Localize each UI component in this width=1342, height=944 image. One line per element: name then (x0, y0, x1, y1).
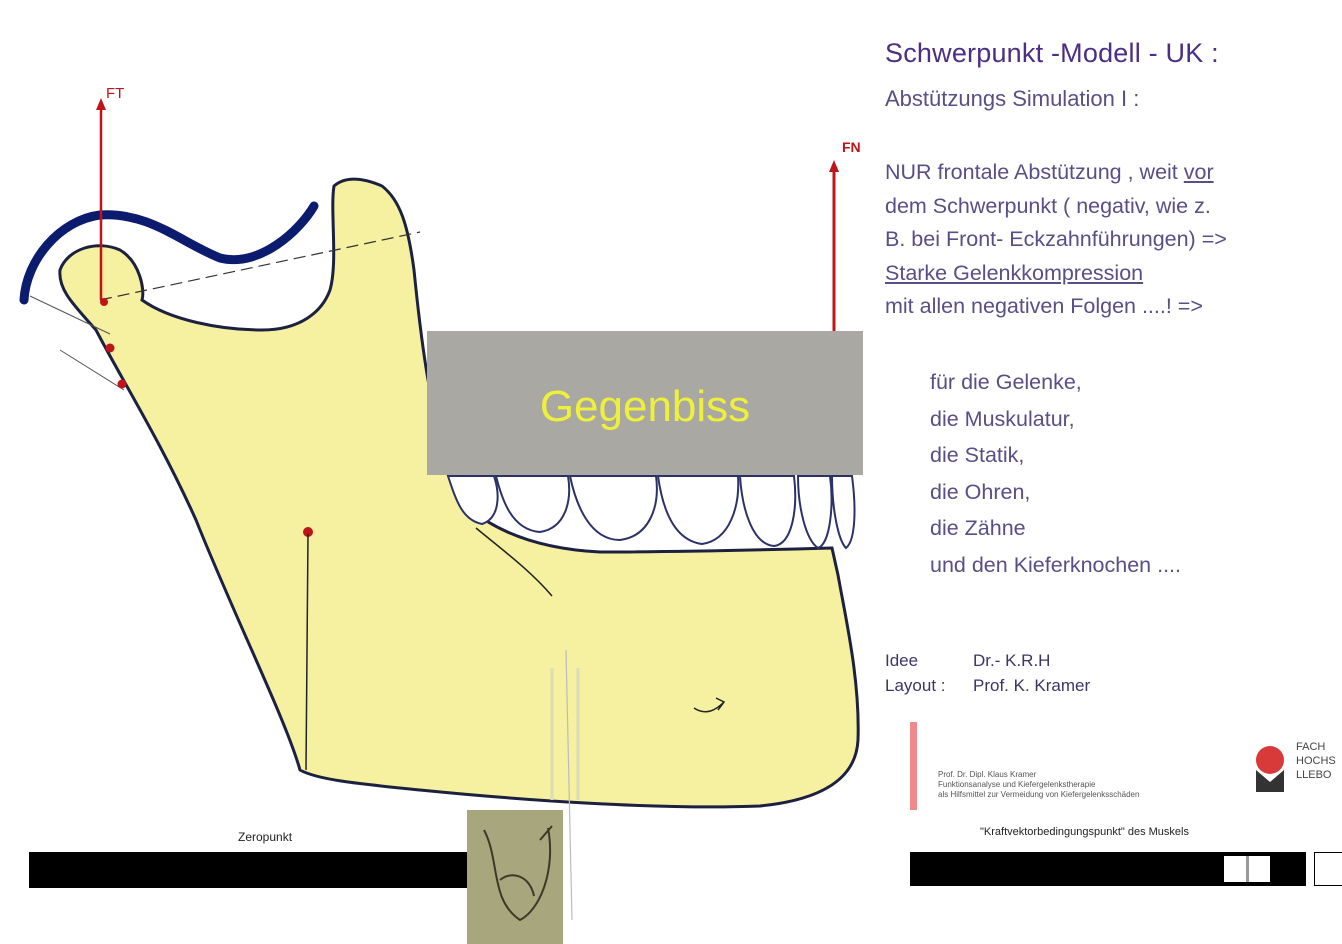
marker-point-3 (118, 380, 127, 389)
small-credit-line-3: als Hilfsmittel zur Vermeidung von Kiefe… (938, 790, 1139, 800)
force-label-ft: FT (106, 85, 124, 102)
effect-item: die Zähne (930, 510, 1181, 547)
para-line-3: B. bei Front- Eckzahnführungen) => (885, 223, 1227, 257)
effect-item: die Muskulatur, (930, 401, 1181, 438)
marker-point-2 (106, 344, 115, 353)
logo-text-line-2: HOCHS (1296, 754, 1336, 768)
logo-text-line-3: LLEBO (1296, 768, 1336, 782)
left-caption: Zeropunkt (238, 830, 292, 844)
credit-idea-value: Dr.- K.R.H (973, 651, 1050, 670)
force-label-fn: FN (842, 139, 861, 155)
para-line-1-text: NUR frontale Abstützung , weit (885, 160, 1184, 184)
gegenbiss-label: Gegenbiss (427, 382, 863, 432)
effects-list: für die Gelenke, die Muskulatur, die Sta… (930, 364, 1181, 583)
small-credit-line-1: Prof. Dr. Dipl. Klaus Kramer (938, 770, 1139, 780)
effect-item: und den Kieferknochen .... (930, 547, 1181, 584)
para-underlined-compression: Starke Gelenkkompression (885, 261, 1143, 285)
credit-idea-label: Idee (885, 648, 973, 673)
logo-text: FACH HOCHS LLEBO (1296, 740, 1336, 782)
logo-text-line-1: FACH (1296, 740, 1336, 754)
para-line-5: mit allen negativen Folgen ....! => (885, 290, 1227, 324)
small-credit-line-2: Funktionsanalyse und Kiefergelenkstherap… (938, 780, 1139, 790)
bar-divider (1246, 856, 1249, 882)
credit-layout-label: Layout : (885, 673, 973, 698)
bar-end-box (1314, 852, 1342, 886)
accent-bar (910, 722, 917, 810)
para-underlined-vor: vor (1184, 160, 1214, 184)
left-black-bar (29, 852, 467, 888)
university-logo-icon (1252, 742, 1292, 802)
effect-item: die Statik, (930, 437, 1181, 474)
right-caption: "Kraftvektorbedingungspunkt" des Muskels (980, 826, 1189, 838)
page-subtitle: Abstützungs Simulation I : (885, 86, 1139, 112)
credit-layout-value: Prof. K. Kramer (973, 676, 1090, 695)
description-paragraph: NUR frontale Abstützung , weit vor dem S… (885, 156, 1227, 324)
credit-layout: Layout :Prof. K. Kramer (885, 673, 1090, 698)
para-line-1: NUR frontale Abstützung , weit vor (885, 156, 1227, 190)
page-title: Schwerpunkt -Modell - UK : (885, 38, 1219, 69)
effect-item: für die Gelenke, (930, 364, 1181, 401)
para-line-2: dem Schwerpunkt ( negativ, wie z. (885, 190, 1227, 224)
effect-item: die Ohren, (930, 474, 1181, 511)
para-line-4: Starke Gelenkkompression (885, 257, 1227, 291)
small-credits: Prof. Dr. Dipl. Klaus Kramer Funktionsan… (938, 770, 1139, 800)
